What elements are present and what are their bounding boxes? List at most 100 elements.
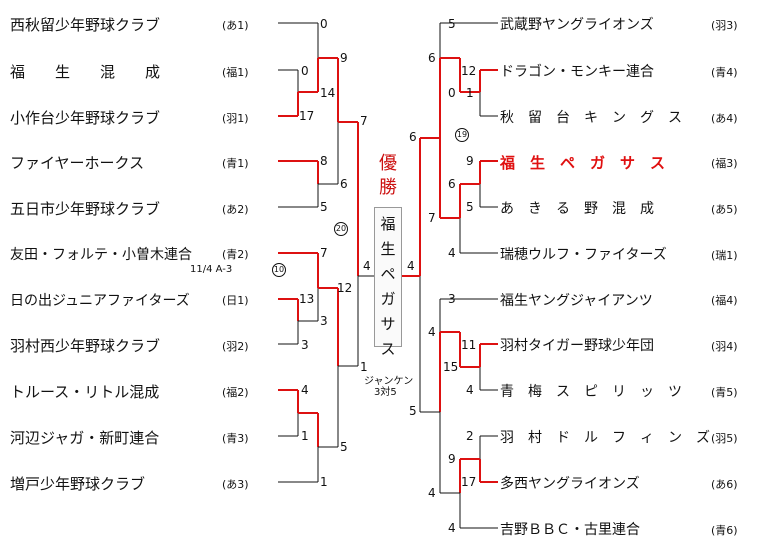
janken-score: 3対5 <box>374 387 397 398</box>
left-team-name: 小作台少年野球クラブ <box>10 109 161 127</box>
score: 3 <box>448 292 456 306</box>
game-number-badge: 10 <box>272 263 286 277</box>
score: 4 <box>428 486 436 500</box>
right-team-name: 羽 村 ド ル フ ィ ン ズ <box>500 430 710 446</box>
score: 0 <box>448 86 456 100</box>
left-team-region: (羽2) <box>222 340 249 353</box>
left-team-name: 五日市少年野球クラブ <box>10 200 161 218</box>
right-team-region: (福3) <box>711 157 738 170</box>
champion-name: 福生ペガサス <box>380 215 396 358</box>
left-team-region: (羽1) <box>222 112 249 125</box>
score: 3 <box>320 314 328 328</box>
right-team-name: 瑞穂ウルフ・ファイターズ <box>500 247 667 263</box>
left-team-name: 日の出ジュニアファイターズ <box>10 293 190 309</box>
left-team-region: (あ1) <box>222 19 249 32</box>
right-team-region: (青6) <box>711 524 738 537</box>
janken-label: ジャンケン <box>364 376 414 387</box>
score: 6 <box>340 177 348 191</box>
score: 12 <box>461 64 477 78</box>
left-team-region: (青3) <box>222 432 249 445</box>
right-team-name: 福生ヤングジャイアンツ <box>500 293 653 309</box>
score: 6 <box>428 51 436 65</box>
left-team-name: 友田・フォルテ・小曽木連合 <box>10 247 192 263</box>
score: 12 <box>337 281 353 295</box>
game-number-badge: 20 <box>334 222 348 236</box>
score: 7 <box>360 114 368 128</box>
score: 8 <box>320 154 328 168</box>
score: 1 <box>466 86 474 100</box>
left-team-name: 河辺ジャガ・新町連合 <box>10 429 160 447</box>
left-team-name: 西秋留少年野球クラブ <box>10 16 161 34</box>
score: 17 <box>299 109 315 123</box>
score: 4 <box>428 325 436 339</box>
right-team-region: (羽4) <box>711 340 738 353</box>
score: 4 <box>301 383 309 397</box>
left-team-region: (福2) <box>222 386 249 399</box>
left-team-region: (青1) <box>222 157 249 170</box>
score: 3 <box>301 338 309 352</box>
left-team-name: 羽村西少年野球クラブ <box>10 337 161 355</box>
right-team-region: (青4) <box>711 66 738 79</box>
score: 17 <box>461 475 477 489</box>
final-score-left: 4 <box>363 259 371 273</box>
champion-box: 福生ペガサス <box>374 207 402 358</box>
score: 9 <box>448 452 456 466</box>
score: 6 <box>409 130 417 144</box>
left-team-region: (福1) <box>222 66 249 79</box>
score: 0 <box>301 64 309 78</box>
right-team-name: ドラゴン・モンキー連合 <box>500 64 654 80</box>
left-team-region: (あ3) <box>222 478 249 491</box>
winner-team-name: 福 生 ペ ガ サ ス <box>500 154 666 172</box>
left-team-region: (日1) <box>222 294 249 307</box>
right-team-region: (あ4) <box>711 112 738 125</box>
right-team-name: 武蔵野ヤングライオンズ <box>500 17 654 33</box>
score: 4 <box>448 521 456 535</box>
game-info: 11/4 A-3 <box>190 264 233 275</box>
left-team-name: ファイヤーホークス <box>10 154 145 172</box>
right-team-region: (あ6) <box>711 478 738 491</box>
score: 6 <box>448 177 456 191</box>
final-score-right: 4 <box>407 259 415 273</box>
left-team-name: 福 生 混 成 <box>10 63 161 81</box>
right-team-region: (福4) <box>711 294 738 307</box>
left-team-region: (青2) <box>222 248 249 261</box>
right-team-name: 秋 留 台 キ ン グ ス <box>500 110 682 126</box>
score: 4 <box>466 383 474 397</box>
right-team-name: あ き る 野 混 成 <box>500 201 654 217</box>
score: 5 <box>409 404 417 418</box>
score: 4 <box>448 246 456 260</box>
score: 7 <box>320 246 328 260</box>
game-number-badge: 19 <box>455 128 469 142</box>
left-team-name: トルース・リトル混成 <box>10 383 160 401</box>
score: 14 <box>320 86 336 100</box>
score: 0 <box>320 17 328 31</box>
right-team-name: 多西ヤングライオンズ <box>500 476 640 492</box>
score: 2 <box>466 429 474 443</box>
score: 9 <box>466 154 474 168</box>
score: 5 <box>466 200 474 214</box>
right-team-region: (青5) <box>711 386 738 399</box>
right-team-region: (あ5) <box>711 203 738 216</box>
score: 5 <box>340 440 348 454</box>
right-team-region: (瑞1) <box>711 249 738 262</box>
right-team-region: (羽5) <box>711 432 738 445</box>
score: 1 <box>301 429 309 443</box>
champion-title: 優勝 <box>379 153 397 198</box>
right-team-region: (羽3) <box>711 19 738 32</box>
score: 13 <box>299 292 315 306</box>
score: 15 <box>443 360 459 374</box>
right-team-name: 羽村タイガー野球少年団 <box>500 338 654 354</box>
score: 7 <box>428 211 436 225</box>
score: 5 <box>320 200 328 214</box>
right-team-name: 青 梅 ス ピ リ ッ ツ <box>500 384 682 400</box>
right-team-name: 吉野ＢＢＣ・古里連合 <box>500 522 640 538</box>
score: 1 <box>360 360 368 374</box>
score: 5 <box>448 17 456 31</box>
left-team-region: (あ2) <box>222 203 249 216</box>
left-team-name: 増戸少年野球クラブ <box>10 475 146 493</box>
score: 1 <box>320 475 328 489</box>
score: 9 <box>340 51 348 65</box>
score: 11 <box>461 338 477 352</box>
